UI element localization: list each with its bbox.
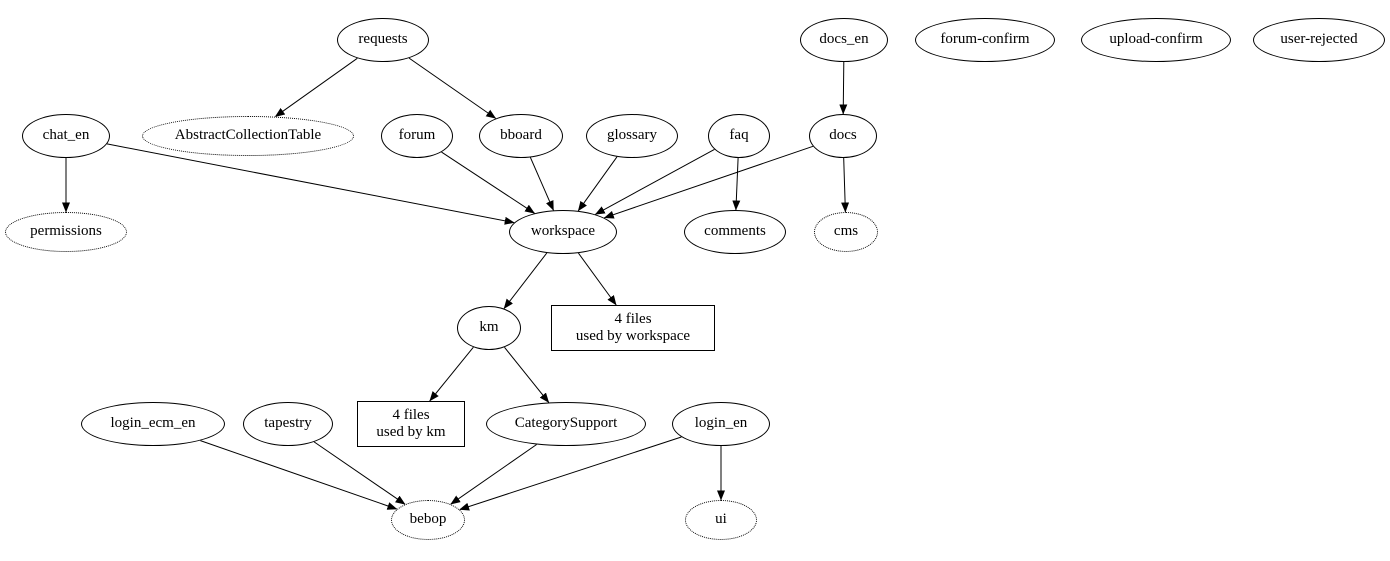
node-label: workspace bbox=[530, 223, 596, 240]
graph-node-permissions: permissions bbox=[5, 212, 127, 252]
edge-km-to-CategorySupport bbox=[504, 346, 550, 403]
node-label: bebop bbox=[409, 511, 447, 528]
node-label: faq bbox=[729, 127, 749, 144]
graph-node-tapestry: tapestry bbox=[243, 402, 333, 446]
edge-docs_en-to-docs bbox=[839, 61, 848, 115]
node-label-line: used by km bbox=[376, 424, 446, 440]
graph-node-AbstractCollectionTable: AbstractCollectionTable bbox=[142, 116, 354, 156]
node-label: user-rejected bbox=[1280, 31, 1358, 48]
graph-node-cms: cms bbox=[814, 212, 878, 252]
graph-node-ui: ui bbox=[685, 500, 757, 540]
node-label: login_en bbox=[694, 415, 748, 432]
node-label: requests bbox=[358, 31, 408, 48]
edge-CategorySupport-to-bebop bbox=[450, 444, 537, 505]
edge-workspace-to-km bbox=[503, 252, 548, 309]
edge-workspace-to-files_used_by_workspace bbox=[577, 252, 617, 306]
edge-forum-to-workspace bbox=[441, 151, 536, 214]
edge-faq-to-workspace bbox=[594, 148, 715, 215]
edge-login_en-to-bebop bbox=[459, 436, 682, 511]
edge-requests-to-bboard bbox=[408, 57, 497, 119]
node-label-line: used by workspace bbox=[575, 328, 691, 344]
edge-docs-to-workspace bbox=[603, 145, 814, 219]
node-label: cms bbox=[833, 223, 859, 240]
edge-bboard-to-workspace bbox=[529, 157, 554, 211]
graph-node-docs: docs bbox=[809, 114, 877, 158]
graph-node-bboard: bboard bbox=[479, 114, 563, 158]
graph-node-requests: requests bbox=[337, 18, 429, 62]
node-label: comments bbox=[704, 223, 766, 240]
edge-login_ecm_en-to-bebop bbox=[200, 440, 398, 510]
graph-node-upload-confirm: upload-confirm bbox=[1081, 18, 1231, 62]
node-label: docs_en bbox=[819, 31, 869, 48]
node-label: CategorySupport bbox=[514, 415, 618, 432]
graph-node-user-rejected: user-rejected bbox=[1253, 18, 1385, 62]
node-label: docs bbox=[829, 127, 857, 144]
edge-requests-to-AbstractCollectionTable bbox=[274, 57, 358, 118]
node-label: upload-confirm bbox=[1109, 31, 1203, 48]
graph-node-login_en: login_en bbox=[672, 402, 770, 446]
graph-node-CategorySupport: CategorySupport bbox=[486, 402, 646, 446]
edge-tapestry-to-bebop bbox=[313, 441, 406, 505]
edge-km-to-files_used_by_km bbox=[429, 346, 474, 402]
edge-chat_en-to-workspace bbox=[106, 143, 515, 225]
edge-glossary-to-workspace bbox=[577, 156, 618, 212]
graph-node-faq: faq bbox=[708, 114, 770, 158]
node-label: AbstractCollectionTable bbox=[174, 127, 322, 144]
node-label: ui bbox=[715, 511, 727, 528]
graph-node-comments: comments bbox=[684, 210, 786, 254]
node-label: chat_en bbox=[42, 127, 90, 144]
node-label-line: 4 files bbox=[392, 406, 430, 423]
edge-faq-to-comments bbox=[732, 157, 741, 211]
node-label: bboard bbox=[500, 127, 542, 144]
edge-docs-to-cms bbox=[841, 157, 850, 213]
node-label: km bbox=[479, 319, 499, 336]
graph-node-workspace: workspace bbox=[509, 210, 617, 254]
graph-node-forum: forum bbox=[381, 114, 453, 158]
node-label: tapestry bbox=[264, 415, 312, 432]
node-label-line: 4 files bbox=[614, 310, 652, 327]
node-label: forum bbox=[398, 127, 436, 144]
node-label: glossary bbox=[607, 127, 657, 144]
graph-node-docs_en: docs_en bbox=[800, 18, 888, 62]
graph-node-km: km bbox=[457, 306, 521, 350]
node-label: permissions bbox=[30, 223, 102, 240]
graph-node-chat_en: chat_en bbox=[22, 114, 110, 158]
node-label: forum-confirm bbox=[940, 31, 1030, 48]
graph-node-login_ecm_en: login_ecm_en bbox=[81, 402, 225, 446]
node-label: login_ecm_en bbox=[110, 415, 196, 432]
graph-node-glossary: glossary bbox=[586, 114, 678, 158]
graph-node-forum-confirm: forum-confirm bbox=[915, 18, 1055, 62]
graph-node-bebop: bebop bbox=[391, 500, 465, 540]
